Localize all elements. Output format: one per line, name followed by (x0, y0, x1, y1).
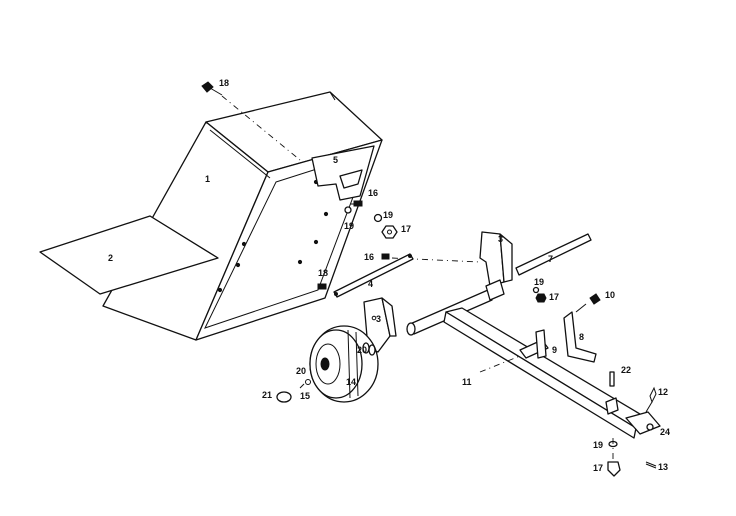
callout-label: 17 (401, 224, 411, 234)
callout-label: 18 (219, 78, 229, 88)
stand-arm (519, 311, 597, 363)
callout-label: 19 (534, 277, 544, 287)
callout-label: 7 (548, 254, 553, 264)
callout-label: 2 (108, 253, 113, 263)
callout-labels: 18 1 2 5 16 19 19 17 3 7 16 18 4 19 17 1… (108, 78, 670, 473)
axle-rod (391, 233, 592, 276)
hitch-hardware (607, 438, 657, 477)
callout-label: 19 (344, 221, 354, 231)
callout-label: 5 (333, 155, 338, 165)
callout-label: 15 (300, 391, 310, 401)
frame-bracket-upper (479, 231, 513, 287)
callout-label: 17 (593, 463, 603, 473)
callout-label: 11 (462, 377, 472, 387)
callout-label: 16 (364, 252, 374, 262)
callout-label: 19 (383, 210, 393, 220)
link-bar (317, 253, 414, 298)
callout-label: 1 (205, 174, 210, 184)
tailgate-plate (39, 215, 219, 295)
callout-label: 10 (605, 290, 615, 300)
wheel (309, 325, 379, 403)
callout-label: 22 (621, 365, 631, 375)
callout-label: 16 (368, 188, 378, 198)
callout-label: 20 (357, 345, 367, 355)
callout-label: 14 (346, 377, 356, 387)
callout-label: 18 (318, 268, 328, 278)
callout-label: 17 (549, 292, 559, 302)
wheel-hardware (276, 342, 376, 403)
callout-label: 3 (498, 234, 503, 244)
callout-label: 21 (262, 390, 272, 400)
spring-pin (609, 371, 615, 387)
callout-label: 3 (376, 314, 381, 324)
callout-label: 13 (658, 462, 668, 472)
callout-label: 8 (579, 332, 584, 342)
bracket-hardware (532, 286, 547, 303)
hopper-bolt (201, 81, 301, 161)
callout-label: 4 (368, 279, 373, 289)
callout-label: 24 (660, 427, 670, 437)
frame-bolt (575, 293, 601, 313)
callout-label: 12 (658, 387, 668, 397)
callout-label: 20 (296, 366, 306, 376)
tow-frame (406, 279, 651, 439)
hopper-body (102, 91, 383, 341)
hitch-plate (605, 397, 661, 435)
latch-bracket (311, 145, 375, 201)
hitch-pin (645, 386, 657, 413)
latch-hardware (344, 200, 398, 239)
callout-label: 19 (593, 440, 603, 450)
callout-label: 9 (552, 345, 557, 355)
